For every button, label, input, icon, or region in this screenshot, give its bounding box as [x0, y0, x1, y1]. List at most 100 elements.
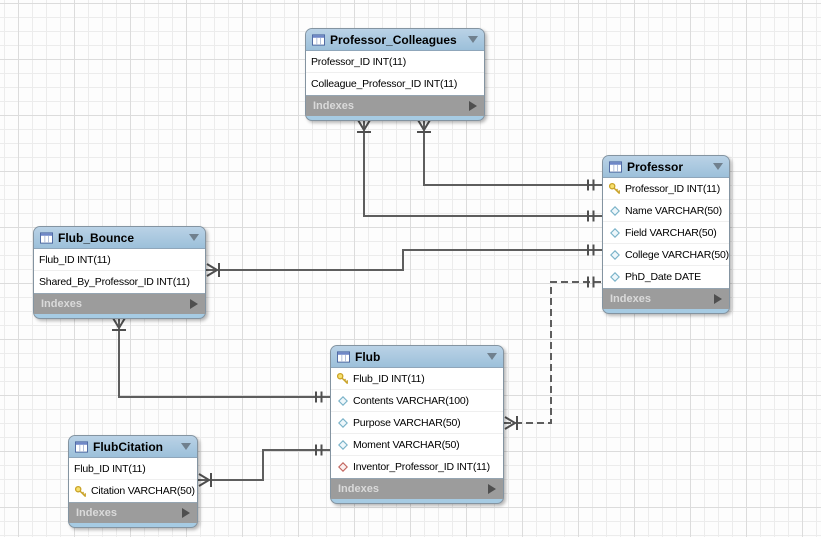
crow-foot-many-icon	[504, 416, 518, 430]
crow-foot-many-icon	[206, 263, 220, 277]
indexes-bar[interactable]: Indexes	[34, 294, 205, 314]
column-diamond-icon	[336, 395, 349, 406]
table-title: Flub	[355, 349, 381, 364]
column-label: Flub_ID INT(11)	[39, 253, 111, 266]
column-label: Inventor_Professor_ID INT(11)	[353, 461, 490, 473]
primary-key-icon	[336, 372, 349, 385]
table-flubcitation[interactable]: FlubCitation Flub_ID INT(11) Citation VA…	[68, 435, 198, 528]
column-row[interactable]: College VARCHAR(50)	[603, 244, 729, 266]
one-mandatory-icon	[587, 179, 595, 191]
collapse-arrow-icon[interactable]	[487, 353, 497, 360]
table-icon	[609, 160, 622, 173]
collapse-arrow-icon[interactable]	[181, 443, 191, 450]
indexes-bar[interactable]: Indexes	[306, 96, 484, 116]
table-icon	[337, 350, 350, 363]
column-row[interactable]: Flub_ID INT(11)	[34, 249, 205, 271]
column-list: Flub_ID INT(11) Contents VARCHAR(100) Pu…	[331, 368, 503, 479]
column-list: Professor_ID INT(11) Colleague_Professor…	[306, 51, 484, 96]
column-diamond-icon	[608, 249, 621, 260]
table-professor-colleagues[interactable]: Professor_Colleagues Professor_ID INT(11…	[305, 28, 485, 121]
table-title: Professor	[627, 159, 684, 174]
column-label: Purpose VARCHAR(50)	[353, 416, 461, 429]
indexes-bar[interactable]: Indexes	[69, 503, 197, 523]
relationship-flub-bounce-flub[interactable]	[112, 317, 330, 403]
one-mandatory-icon	[587, 210, 595, 222]
indexes-label: Indexes	[313, 100, 354, 112]
column-label: Shared_By_Professor_ID INT(11)	[39, 276, 190, 288]
column-row[interactable]: Flub_ID INT(11)	[331, 368, 503, 390]
primary-key-icon	[74, 485, 87, 498]
column-row[interactable]: Citation VARCHAR(50)	[69, 480, 197, 502]
relationship-flubcitation-flub[interactable]	[198, 444, 330, 488]
column-label: Professor_ID INT(11)	[311, 55, 406, 68]
column-label: College VARCHAR(50)	[625, 248, 729, 261]
column-label: Flub_ID INT(11)	[74, 462, 146, 475]
table-icon	[75, 440, 88, 453]
table-header[interactable]: Flub_Bounce	[34, 227, 205, 249]
table-flub[interactable]: Flub Flub_ID INT(11) Contents VARCHAR(10…	[330, 345, 504, 504]
table-flub-bounce[interactable]: Flub_Bounce Flub_ID INT(11) Shared_By_Pr…	[33, 226, 206, 319]
table-header[interactable]: Professor_Colleagues	[306, 29, 484, 51]
column-label: Flub_ID INT(11)	[353, 372, 425, 385]
column-list: Professor_ID INT(11) Name VARCHAR(50) Fi…	[603, 178, 729, 289]
column-diamond-icon	[608, 272, 621, 282]
column-diamond-icon	[608, 205, 621, 216]
column-row[interactable]: PhD_Date DATE	[603, 266, 729, 288]
column-diamond-icon	[336, 439, 349, 450]
expand-arrow-icon[interactable]	[190, 299, 198, 309]
column-row[interactable]: Flub_ID INT(11)	[69, 458, 197, 480]
column-diamond-icon	[336, 417, 349, 428]
relationship-professor-colleagues-professor-2[interactable]	[357, 119, 602, 222]
indexes-label: Indexes	[338, 483, 379, 495]
indexes-bar[interactable]: Indexes	[603, 289, 729, 309]
one-mandatory-icon	[587, 276, 595, 288]
column-row[interactable]: Professor_ID INT(11)	[306, 51, 484, 73]
relationship-professor-colleagues-professor-1[interactable]	[417, 119, 602, 191]
expand-arrow-icon[interactable]	[714, 294, 722, 304]
column-row[interactable]: Colleague_Professor_ID INT(11)	[306, 73, 484, 95]
collapse-arrow-icon[interactable]	[468, 36, 478, 43]
column-row[interactable]: Shared_By_Professor_ID INT(11)	[34, 271, 205, 293]
one-mandatory-icon	[587, 244, 595, 256]
table-professor[interactable]: Professor Professor_ID INT(11) Name VARC…	[602, 155, 730, 314]
column-label: Citation VARCHAR(50)	[91, 485, 195, 497]
table-icon	[312, 33, 325, 46]
column-list: Flub_ID INT(11) Shared_By_Professor_ID I…	[34, 249, 205, 294]
column-diamond-icon	[608, 227, 621, 238]
primary-key-icon	[608, 182, 621, 195]
indexes-bar[interactable]: Indexes	[331, 479, 503, 499]
table-header[interactable]: FlubCitation	[69, 436, 197, 458]
indexes-label: Indexes	[610, 293, 651, 305]
column-label: PhD_Date DATE	[625, 271, 701, 283]
foreign-key-diamond-icon	[336, 462, 349, 472]
column-label: Professor_ID INT(11)	[625, 182, 720, 195]
table-header[interactable]: Flub	[331, 346, 503, 368]
column-row[interactable]: Professor_ID INT(11)	[603, 178, 729, 200]
relationship-flub-bounce-professor[interactable]	[206, 244, 602, 278]
column-row[interactable]: Purpose VARCHAR(50)	[331, 412, 503, 434]
table-header[interactable]: Professor	[603, 156, 729, 178]
table-title: Flub_Bounce	[58, 230, 135, 245]
one-mandatory-icon	[315, 391, 323, 403]
collapse-arrow-icon[interactable]	[189, 234, 199, 241]
column-row[interactable]: Field VARCHAR(50)	[603, 222, 729, 244]
column-row[interactable]: Moment VARCHAR(50)	[331, 434, 503, 456]
column-label: Field VARCHAR(50)	[625, 226, 717, 239]
table-title: FlubCitation	[93, 439, 163, 454]
collapse-arrow-icon[interactable]	[713, 163, 723, 170]
column-label: Moment VARCHAR(50)	[353, 438, 460, 451]
column-row[interactable]: Contents VARCHAR(100)	[331, 390, 503, 412]
column-row[interactable]: Inventor_Professor_ID INT(11)	[331, 456, 503, 478]
crow-foot-many-icon	[112, 317, 126, 331]
table-icon	[40, 231, 53, 244]
expand-arrow-icon[interactable]	[469, 101, 477, 111]
one-mandatory-icon	[315, 444, 323, 456]
expand-arrow-icon[interactable]	[488, 484, 496, 494]
table-title: Professor_Colleagues	[330, 32, 457, 47]
column-row[interactable]: Name VARCHAR(50)	[603, 200, 729, 222]
relationship-flub-professor[interactable]	[504, 276, 602, 431]
crow-foot-many-icon	[357, 119, 371, 133]
expand-arrow-icon[interactable]	[182, 508, 190, 518]
